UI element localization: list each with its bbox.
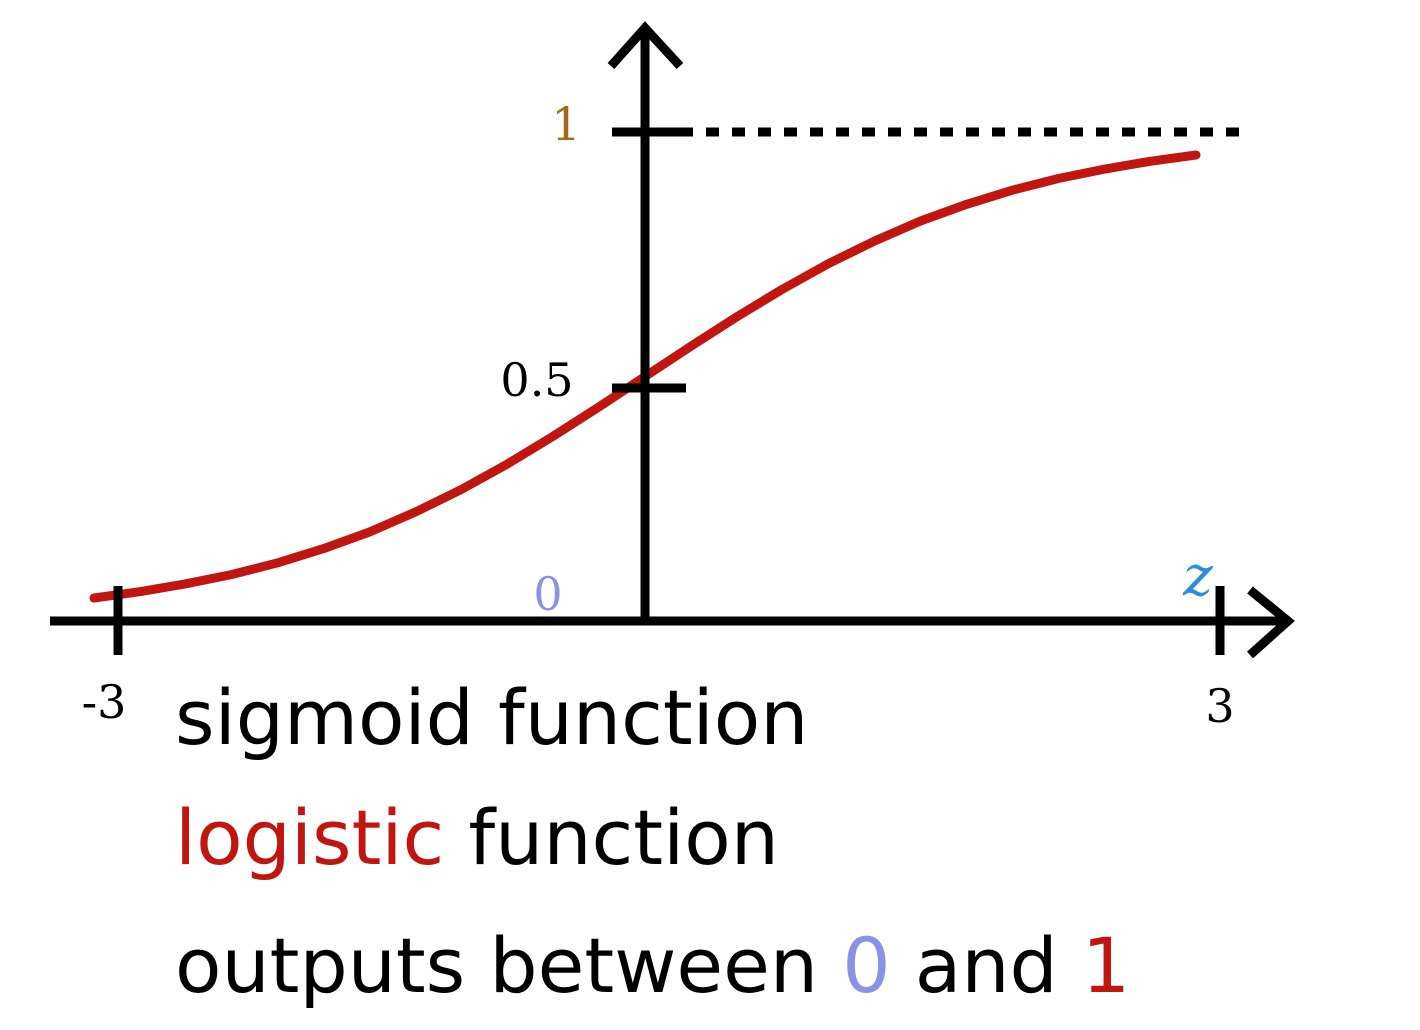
caption-function-word: function	[444, 793, 779, 882]
caption-and-word: and	[890, 921, 1082, 1010]
caption-sigmoid-text: sigmoid function	[175, 673, 809, 762]
caption-outputs-prefix: outputs between	[175, 921, 843, 1010]
caption-outputs-range: outputs between 0 and 1	[175, 928, 1130, 1004]
caption-sigmoid-function: sigmoid function	[175, 680, 808, 756]
y-tick-label-1: 1	[551, 97, 580, 151]
y-tick-label-half: 0.5	[500, 353, 573, 407]
y-axis-arrowhead	[607, 21, 684, 70]
caption-zero-value: 0	[842, 921, 891, 1010]
x-tick-label-3: 3	[1205, 679, 1234, 733]
caption-one-value: 1	[1081, 921, 1131, 1010]
caption-logistic-function: logistic function	[175, 800, 779, 876]
y-zero-label: 0	[533, 567, 562, 621]
x-axis-variable-label: z	[1182, 544, 1213, 609]
x-axis-arrowhead	[1246, 586, 1295, 659]
x-tick-label-neg3: -3	[82, 675, 127, 729]
caption-logistic-word: logistic	[175, 793, 445, 882]
